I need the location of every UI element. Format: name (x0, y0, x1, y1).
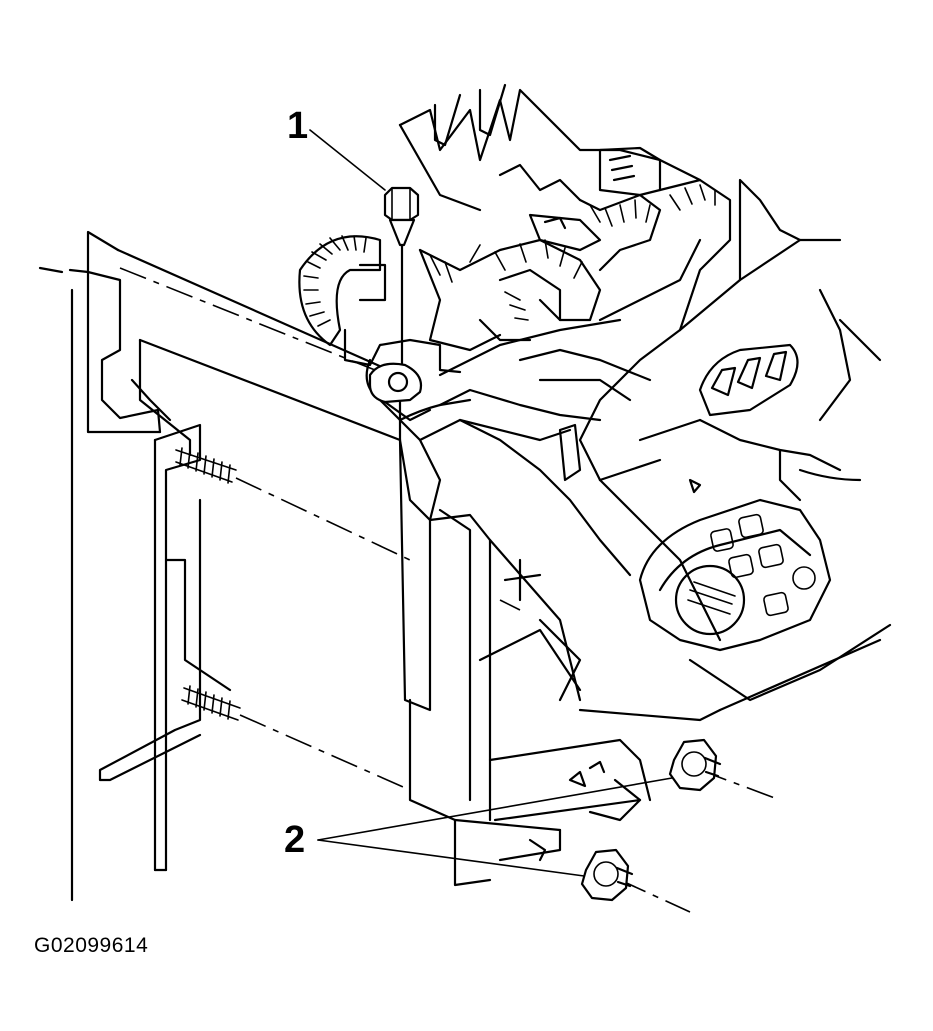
nut-upper (668, 738, 722, 792)
module-housing (398, 438, 722, 887)
dash-bezel (365, 178, 892, 712)
alignment-centerlines (119, 267, 781, 913)
bolt-fastener (368, 186, 432, 422)
callout-number-1: 1 (287, 105, 308, 147)
figure-id-label: G02099614 (34, 934, 149, 957)
lower-stud (181, 685, 241, 721)
upper-stud (175, 447, 237, 484)
duct-harness-assembly (298, 83, 732, 374)
callout-1-leader (309, 129, 386, 191)
nut-lower (580, 848, 634, 902)
callout-number-2: 2 (284, 819, 305, 861)
callout-2-leaders (317, 777, 673, 877)
